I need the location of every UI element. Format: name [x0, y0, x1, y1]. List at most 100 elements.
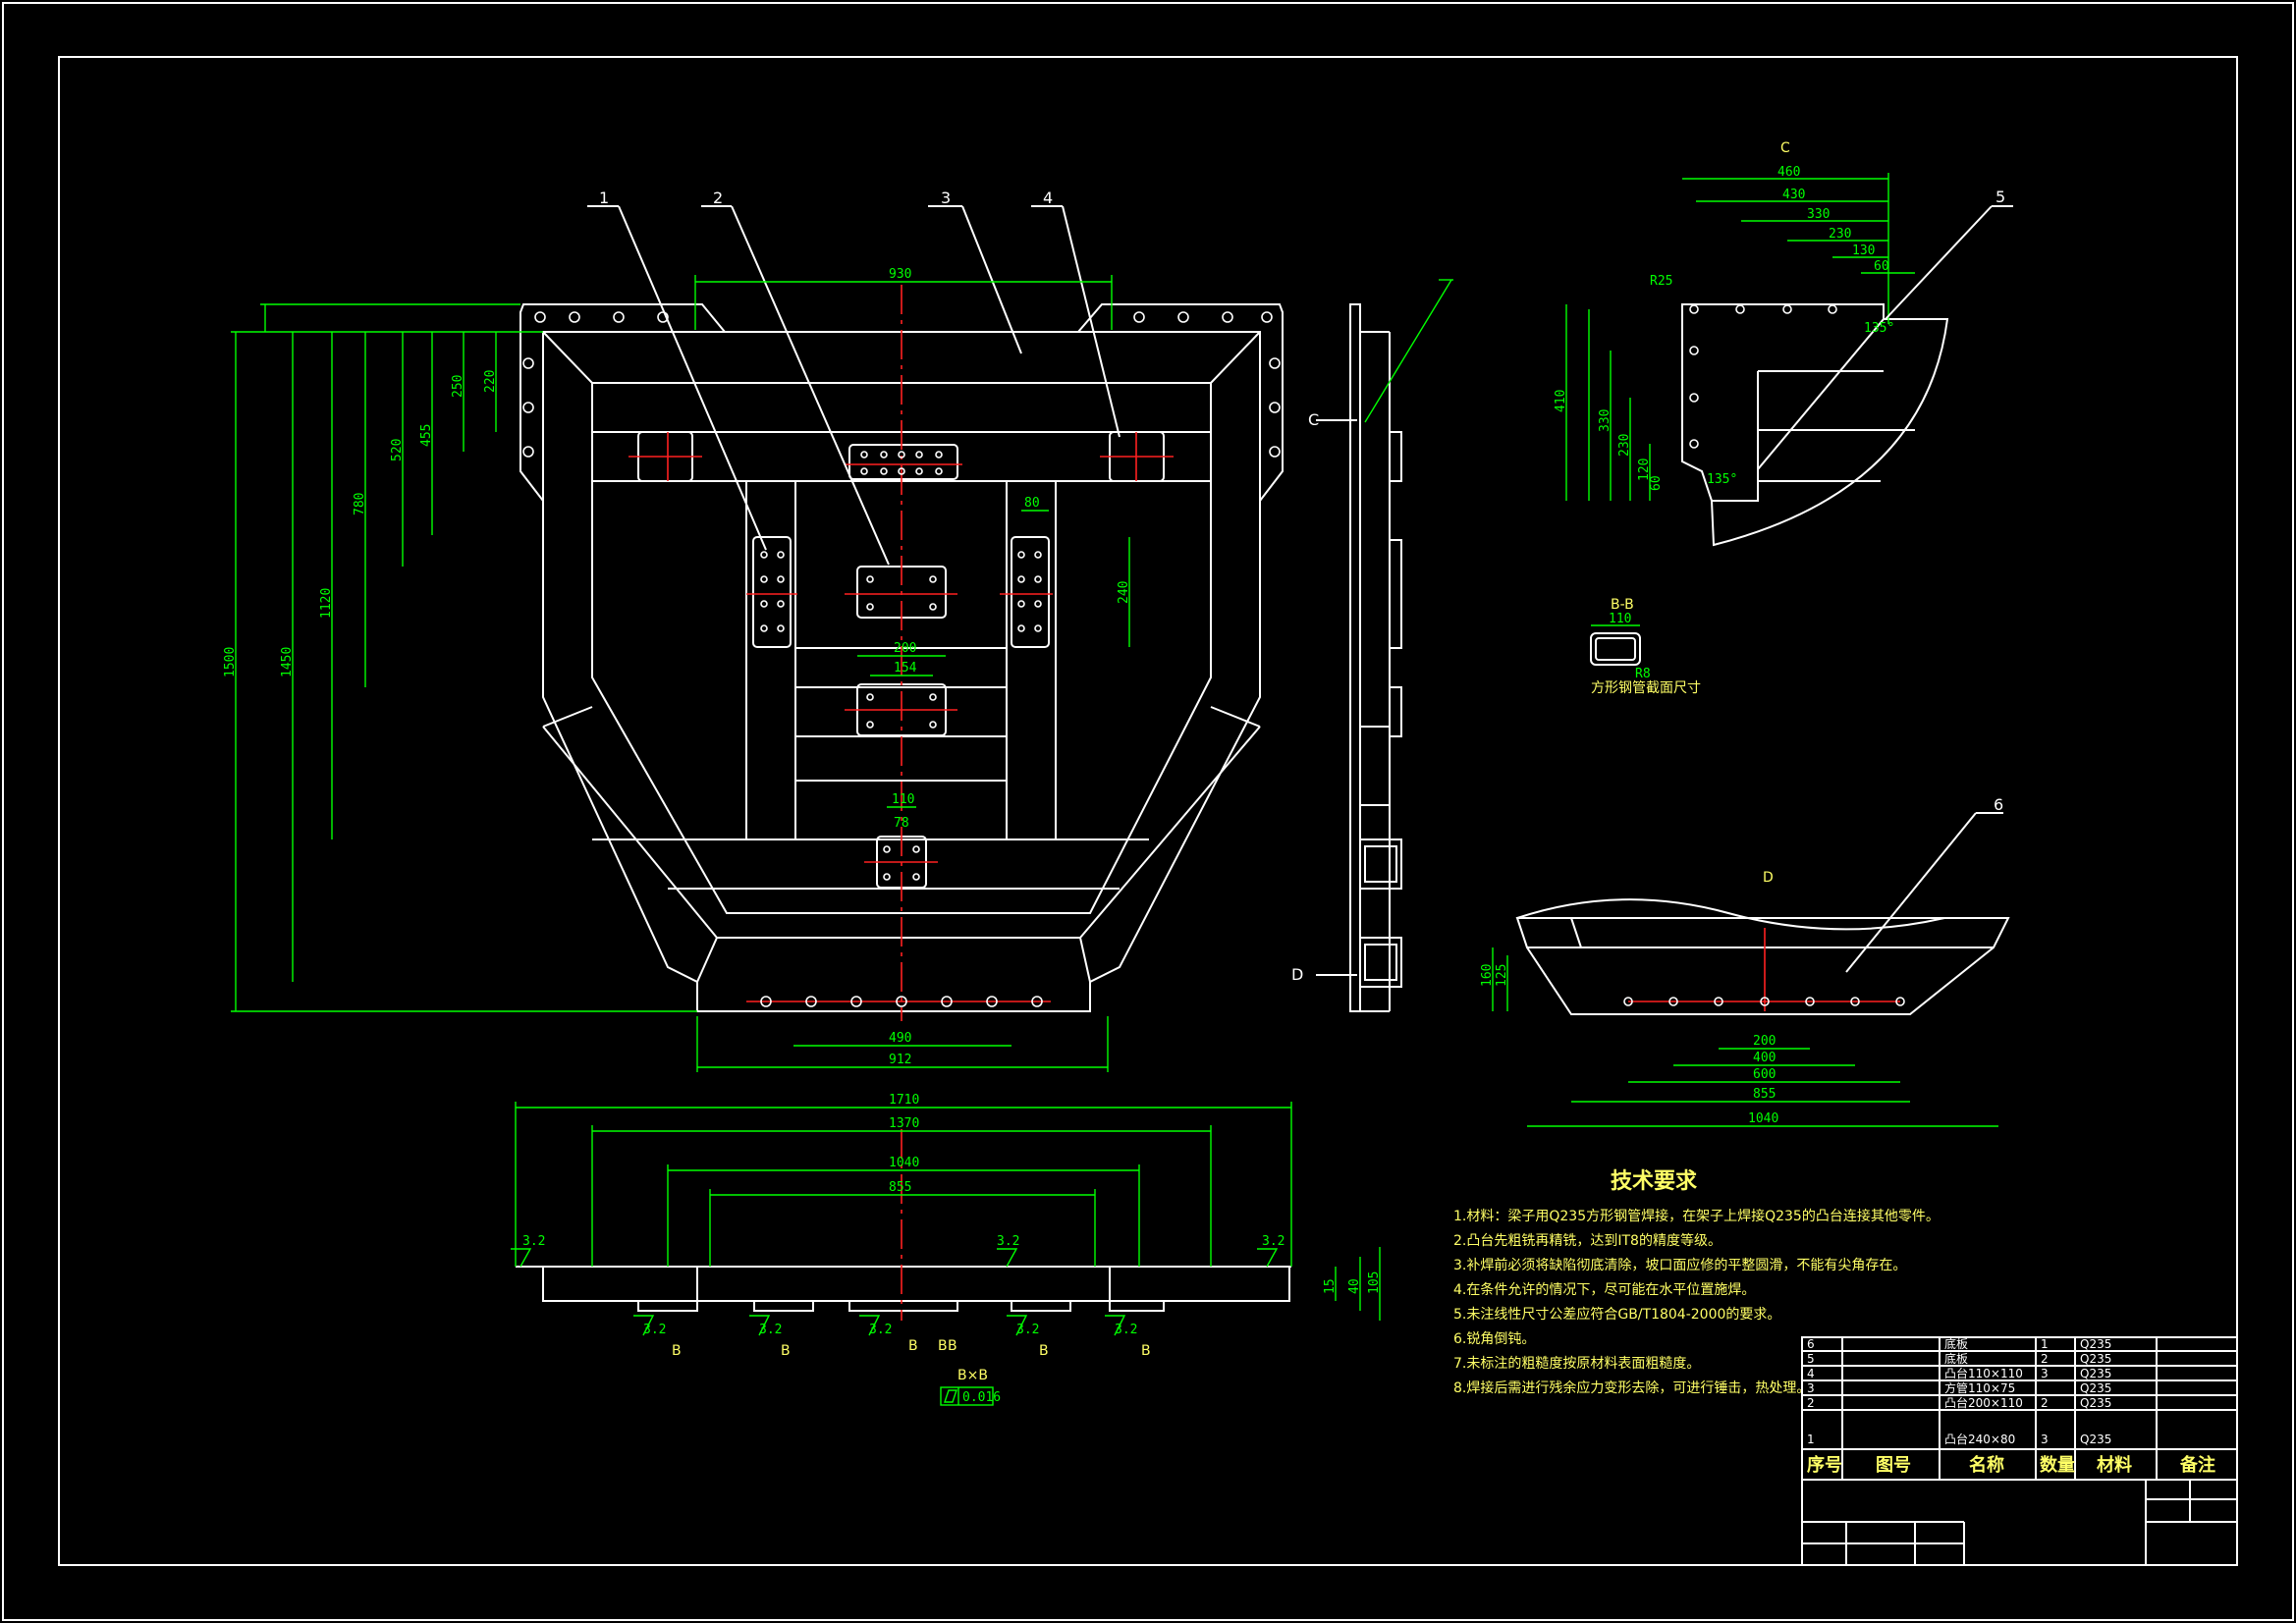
- dim-220: 220: [483, 370, 498, 393]
- d-dim-200: 200: [1753, 1034, 1776, 1049]
- svg-text:3.2: 3.2: [522, 1234, 545, 1249]
- d-dim-125: 125: [1495, 964, 1509, 987]
- bom-qty-1: 3: [2041, 1433, 2049, 1446]
- dim-1120: 1120: [319, 588, 334, 619]
- bv-dim-855: 855: [889, 1180, 911, 1195]
- bom-mat-5: Q235: [2080, 1352, 2111, 1366]
- roughness-symbols: 3.2 3.2 3.2 3.2 3.2 3.2 3.2 3.2: [511, 1234, 1285, 1337]
- dim-930: 930: [889, 267, 911, 282]
- dim-520: 520: [390, 439, 405, 461]
- c-dim-330v: 330: [1598, 409, 1613, 432]
- c-angle-2: 135°: [1707, 472, 1737, 487]
- dim-490: 490: [889, 1031, 911, 1046]
- bom-qty-5: 2: [2041, 1352, 2049, 1366]
- bolt-holes: [522, 311, 1281, 1007]
- c-dim-130: 130: [1852, 243, 1875, 258]
- svg-text:B: B: [908, 1338, 918, 1354]
- bv-dim-1370: 1370: [889, 1116, 919, 1131]
- flatness-value: 0.016: [962, 1390, 1001, 1405]
- bv-dim-1040: 1040: [889, 1156, 919, 1170]
- flatness-label: B×B: [957, 1368, 988, 1383]
- bom-mat-6: Q235: [2080, 1337, 2111, 1351]
- dim-455: 455: [419, 424, 434, 447]
- c-dim-230: 230: [1829, 227, 1851, 242]
- dim-154: 154: [894, 661, 917, 676]
- section-d-marker: D: [1291, 965, 1303, 984]
- bom-no-3: 3: [1807, 1381, 1815, 1395]
- dim-78: 78: [894, 816, 909, 831]
- c-view-label: C: [1780, 140, 1790, 156]
- bv-dim-40: 40: [1347, 1278, 1362, 1294]
- datum-b-marks: B B B B B B B: [672, 1338, 1151, 1359]
- bom-header-qty: 数量: [2040, 1454, 2075, 1476]
- svg-text:B: B: [1141, 1343, 1151, 1359]
- svg-text:B: B: [672, 1343, 682, 1359]
- balloon-3: 3: [941, 189, 951, 207]
- svg-text:B: B: [781, 1343, 791, 1359]
- balloon-6: 6: [1994, 795, 2003, 814]
- main-dimensions: 930 490 912 1500 1450 1120 780 520 455 2: [223, 267, 1131, 1072]
- bom-table: 6 底板 1 Q235 5 底板 2 Q235 4 凸台110×110 3 Q2…: [1801, 1336, 2238, 1566]
- bom-name-5: 底板: [1944, 1351, 1968, 1366]
- bom-name-2: 凸台200×110: [1944, 1395, 2023, 1410]
- svg-text:B: B: [948, 1338, 957, 1354]
- bom-header-remark: 备注: [2179, 1454, 2215, 1476]
- tech-title: 技术要求: [1611, 1169, 1697, 1194]
- bb-label: B-B: [1611, 597, 1634, 613]
- tech-item-4: 4.在条件允许的情况下，尽可能在水平位置施焊。: [1453, 1281, 1755, 1298]
- c-view: C 460 430 330 230 130 60 410 330 230 120…: [1554, 140, 2013, 547]
- balloon-2: 2: [713, 189, 723, 207]
- d-dim-855: 855: [1753, 1087, 1776, 1102]
- dim-80: 80: [1024, 496, 1040, 511]
- c-dim-60: 60: [1874, 259, 1889, 274]
- dim-110: 110: [892, 792, 914, 807]
- d-dim-1040: 1040: [1748, 1111, 1778, 1126]
- bom-header-drawing: 图号: [1876, 1455, 1911, 1476]
- svg-text:3.2: 3.2: [1115, 1323, 1137, 1337]
- bv-dim-15: 15: [1323, 1278, 1338, 1294]
- dim-1500: 1500: [223, 647, 238, 677]
- d-view: D 200 400 600 855 1040 160 125 6: [1480, 795, 2010, 1127]
- bb-dim-110: 110: [1609, 612, 1631, 626]
- bom-name-6: 底板: [1944, 1336, 1968, 1351]
- bom-mat-3: Q235: [2080, 1381, 2111, 1395]
- svg-text:B: B: [1039, 1343, 1049, 1359]
- bom-mat-4: Q235: [2080, 1367, 2111, 1380]
- bom-header-material: 材料: [2097, 1454, 2132, 1476]
- tech-item-7: 7.未标注的粗糙度按原材料表面粗糙度。: [1453, 1356, 1700, 1372]
- c-angle-1: 135°: [1864, 321, 1894, 336]
- bb-caption: 方形钢管截面尺寸: [1591, 680, 1701, 696]
- bom-header-no: 序号: [1807, 1454, 1842, 1476]
- bom-qty-2: 2: [2041, 1396, 2049, 1410]
- c-radius: R25: [1650, 274, 1672, 289]
- tech-item-5: 5.未注线性尺寸公差应符合GB/T1804-2000的要求。: [1453, 1306, 1780, 1323]
- dim-200: 200: [894, 641, 916, 656]
- balloon-5: 5: [1995, 188, 2005, 206]
- bottom-view: 1710 1370 1040 855 15 40 105 3.2 3.2 3.2…: [511, 1093, 1382, 1406]
- c-dim-410: 410: [1554, 390, 1568, 412]
- tech-item-6: 6.锐角倒钝。: [1453, 1331, 1535, 1347]
- svg-text:3.2: 3.2: [643, 1323, 666, 1337]
- balloon-1: 1: [599, 189, 609, 207]
- bom-header-name: 名称: [1969, 1454, 2004, 1476]
- bom-mat-1: Q235: [2080, 1433, 2111, 1446]
- bom-qty-4: 3: [2041, 1367, 2049, 1380]
- section-c-marker: C: [1308, 410, 1319, 429]
- dim-912: 912: [889, 1053, 911, 1067]
- bom-mat-2: Q235: [2080, 1396, 2111, 1410]
- svg-text:3.2: 3.2: [997, 1234, 1019, 1249]
- bom-qty-6: 1: [2041, 1337, 2049, 1351]
- bom-no-5: 5: [1807, 1352, 1815, 1366]
- bv-dim-105: 105: [1367, 1271, 1382, 1294]
- tech-item-3: 3.补焊前必须将缺陷彻底清除，坡口面应修的平整圆滑，不能有尖角存在。: [1453, 1257, 1906, 1273]
- c-dim-120v: 120: [1637, 459, 1652, 481]
- d-dim-160: 160: [1480, 964, 1495, 987]
- bom-name-1: 凸台240×80: [1944, 1432, 2015, 1446]
- svg-text:3.2: 3.2: [869, 1323, 892, 1337]
- c-dim-60v: 60: [1649, 475, 1664, 491]
- svg-text:3.2: 3.2: [1262, 1234, 1285, 1249]
- c-dim-460: 460: [1777, 165, 1800, 180]
- bom-no-4: 4: [1807, 1367, 1815, 1380]
